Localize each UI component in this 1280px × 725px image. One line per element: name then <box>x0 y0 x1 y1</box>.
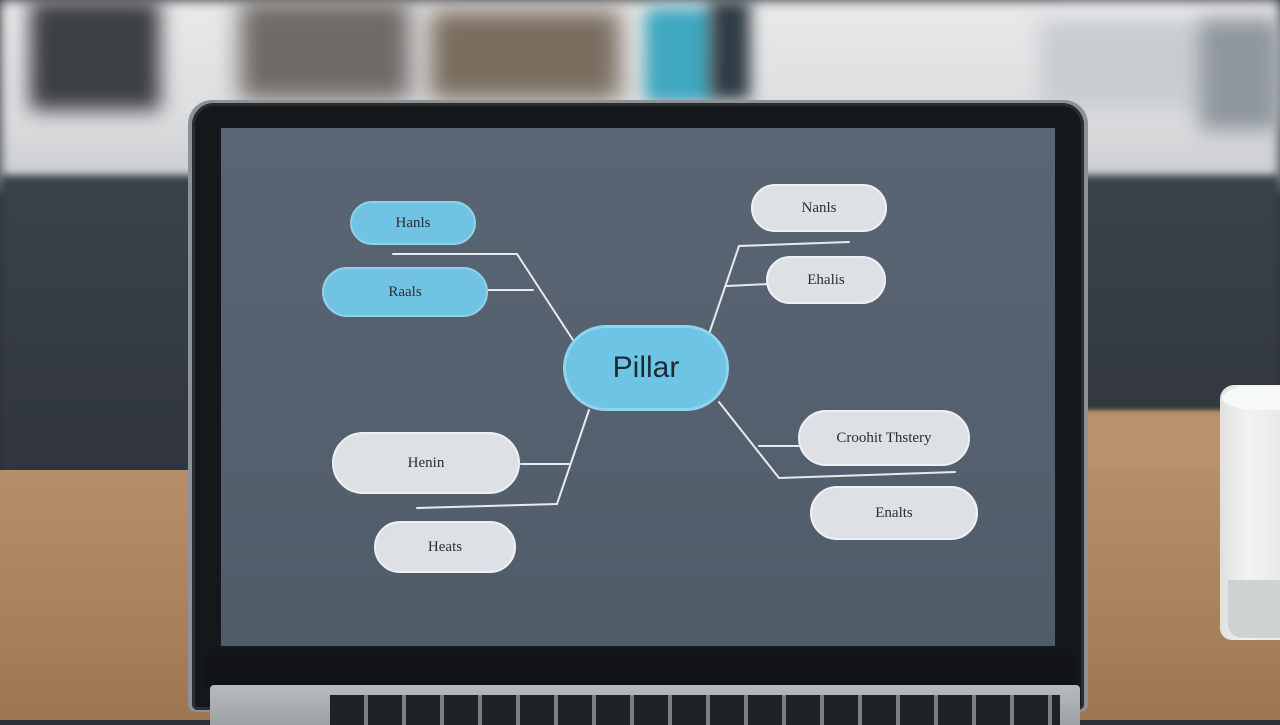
laptop-bottom-bezel <box>205 655 1075 685</box>
mindmap-node-right-2[interactable]: Ehalis <box>766 256 886 304</box>
mindmap-node-left-1[interactable]: Hanls <box>350 201 476 245</box>
connector-line <box>708 241 850 335</box>
connector-line <box>416 409 590 509</box>
node-label: Croohit Thstery <box>836 429 932 446</box>
blurred-bottle-cap <box>710 0 750 100</box>
mindmap-node-right-1[interactable]: Nanls <box>751 184 887 232</box>
node-label: Heats <box>427 538 463 555</box>
center-node-label: Pillar <box>612 351 680 384</box>
blurred-bottle <box>645 8 715 103</box>
mug-base <box>1228 580 1280 638</box>
mindmap-node-left-2[interactable]: Raals <box>322 267 488 317</box>
node-label: Raals <box>388 283 422 300</box>
node-label: Henin <box>407 454 445 471</box>
mindmap-connectors <box>392 241 956 509</box>
laptop-screen: Hanls Raals Henin Heats Pillar Nanls Eha… <box>221 128 1055 646</box>
blurred-object <box>1200 20 1280 130</box>
node-label: Enalts <box>875 504 913 521</box>
connector-line <box>726 283 770 287</box>
blurred-shelf <box>30 0 160 110</box>
mindmap-node-right-3[interactable]: Croohit Thstery <box>798 410 970 466</box>
node-label: Nanls <box>801 199 837 216</box>
node-label: Hanls <box>395 214 431 231</box>
blurred-shelf-item <box>240 0 410 100</box>
node-label: Ehalis <box>807 271 845 288</box>
blurred-shelf-item <box>430 10 620 100</box>
mindmap-node-left-4[interactable]: Heats <box>374 521 516 573</box>
mindmap-center-node[interactable]: Pillar <box>563 325 729 411</box>
mindmap-node-left-3[interactable]: Henin <box>332 432 520 494</box>
mindmap-node-right-4[interactable]: Enalts <box>810 486 978 540</box>
connector-line <box>392 253 574 341</box>
connector-line <box>718 401 956 480</box>
mug-rim <box>1222 386 1280 410</box>
laptop-keyboard <box>330 695 1060 725</box>
